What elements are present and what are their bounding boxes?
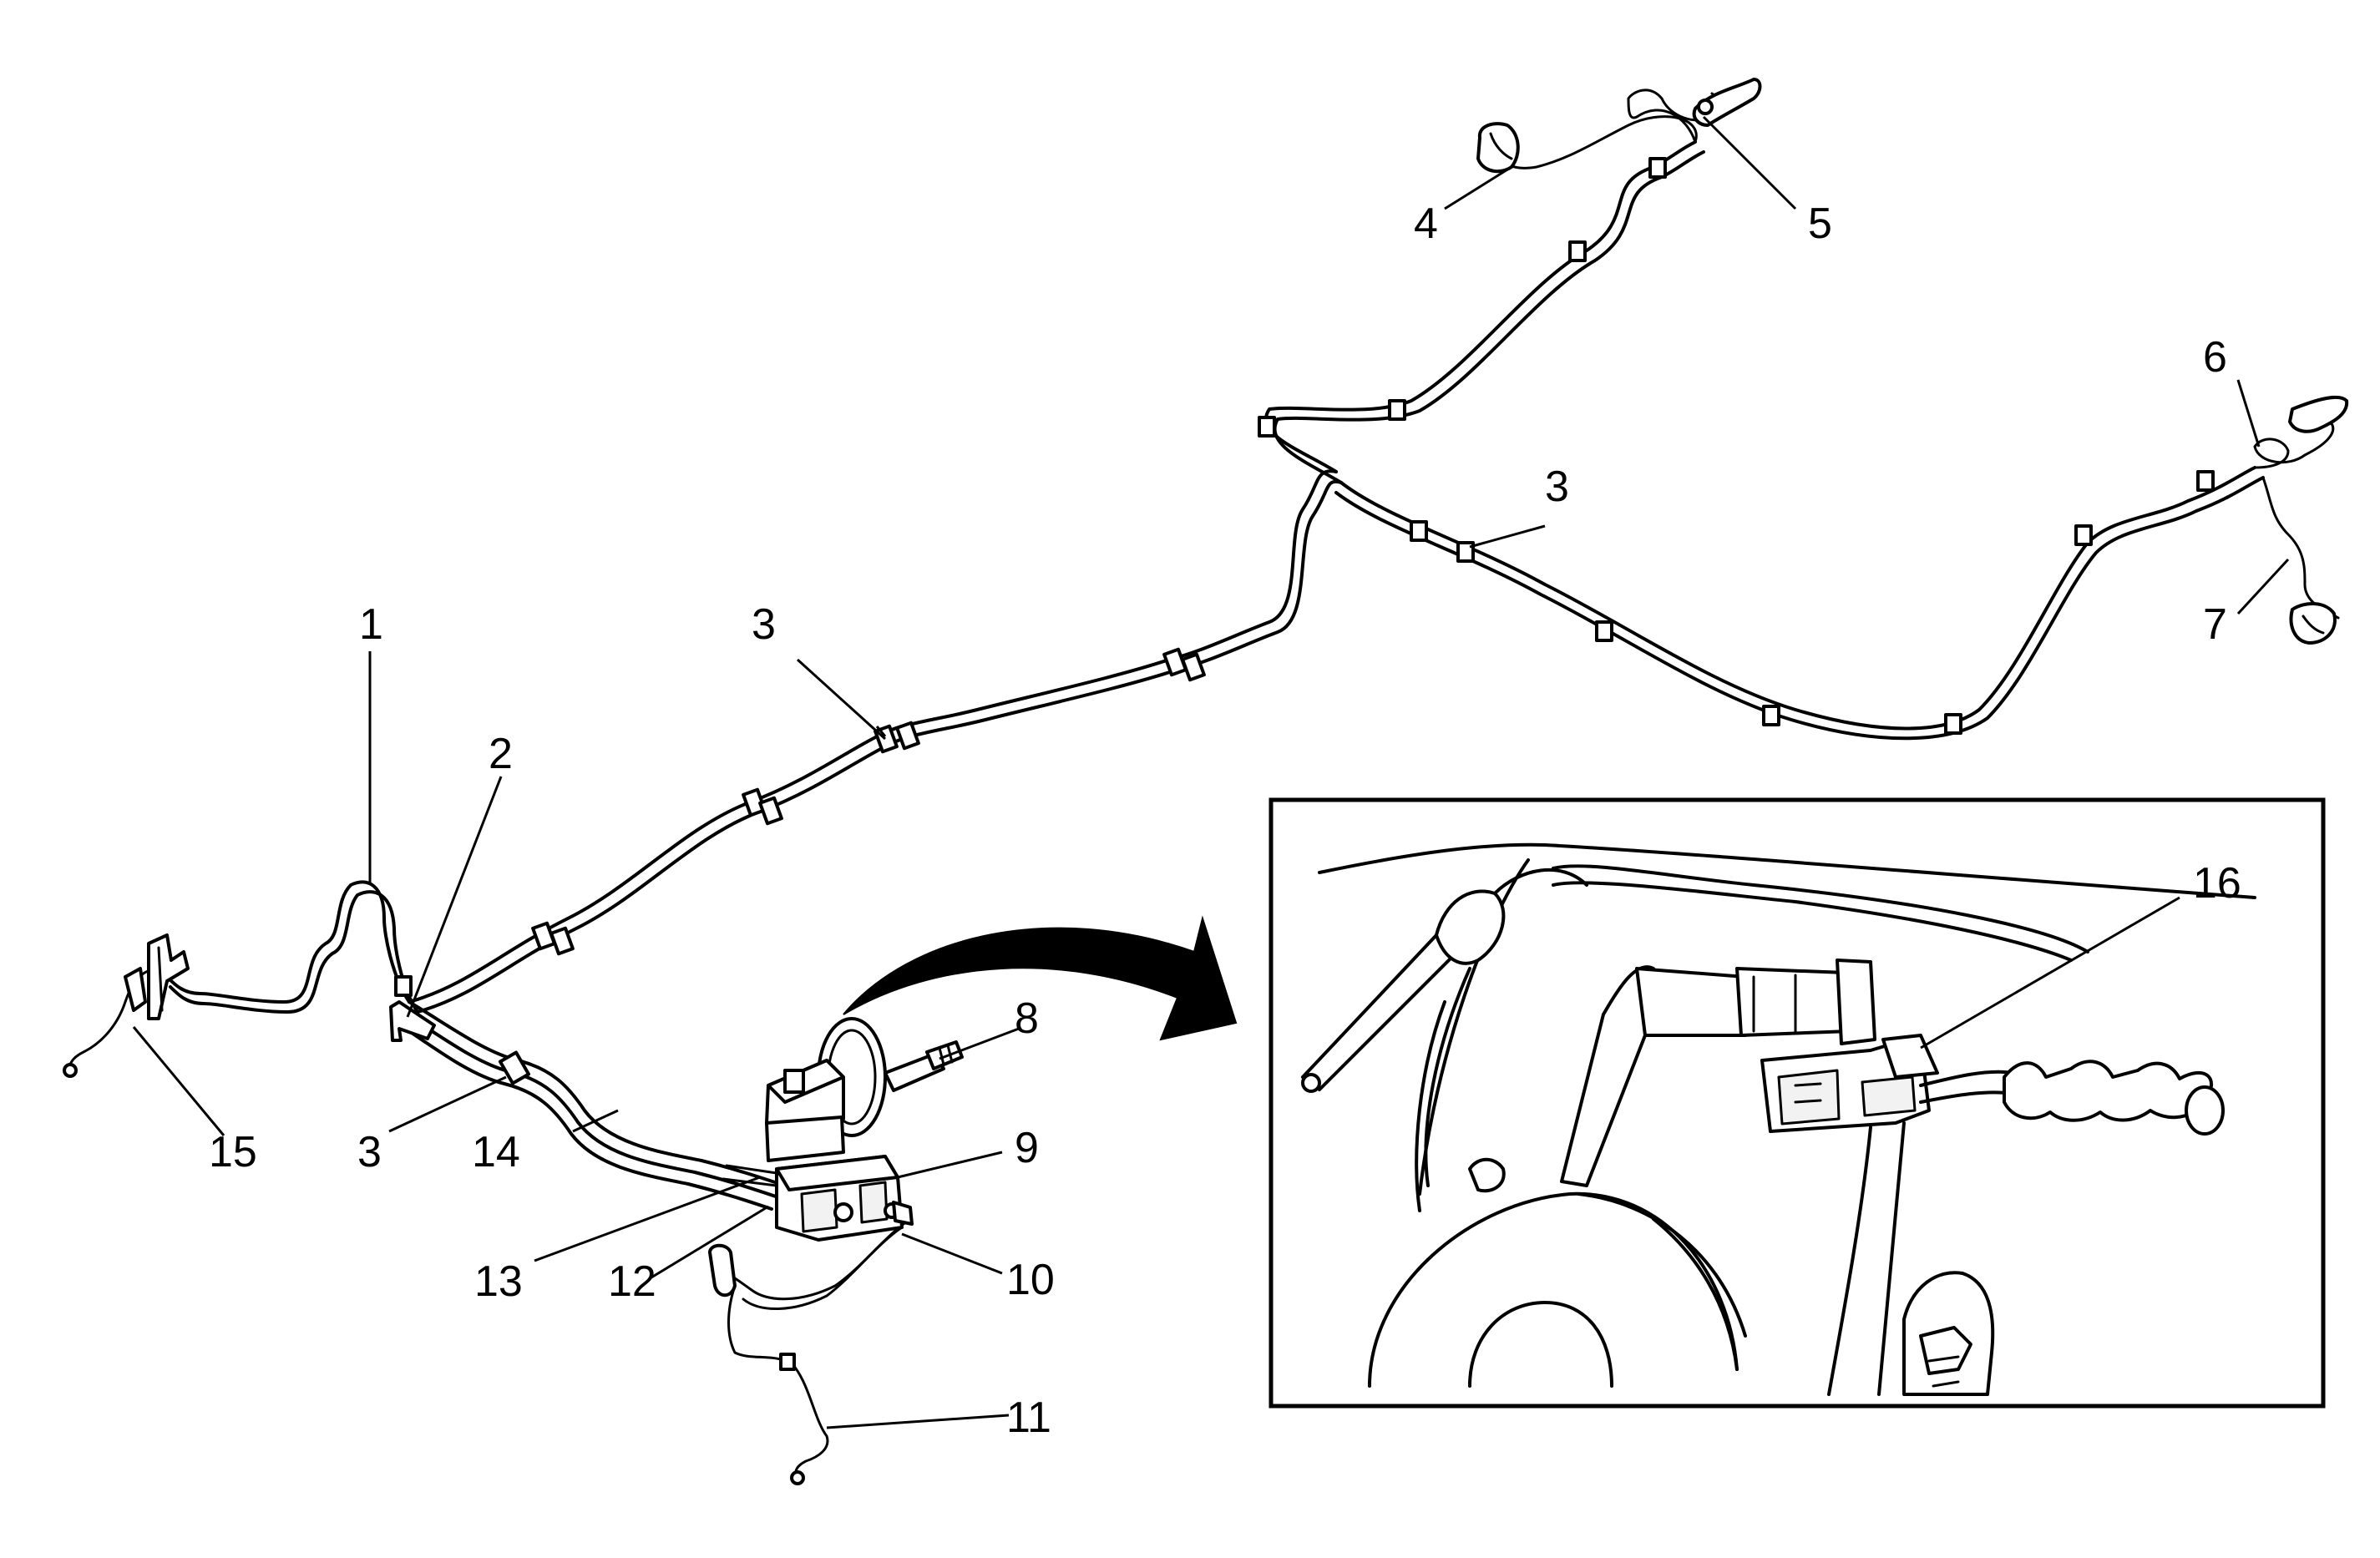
brake-pipe-rear-branch (1334, 420, 2340, 741)
front-right-caliper-hose (1476, 78, 1762, 174)
callout-1: 1 (359, 600, 383, 649)
view-arrow (843, 915, 1238, 1041)
rear-left-hose-bracket (63, 933, 190, 1078)
brake-pipe-left-branch (67, 880, 419, 1070)
front-left-hose-bracket (708, 1243, 805, 1485)
callout-15: 15 (209, 1128, 257, 1176)
brake-pipe-front-left (717, 1217, 912, 1478)
leader-lines (132, 115, 2290, 1429)
callout-3-mid: 3 (752, 600, 776, 649)
master-cylinder-assembly (722, 1017, 964, 1242)
callout-3-right: 3 (1545, 463, 1569, 511)
callout-7: 7 (2203, 600, 2227, 649)
callout-4: 4 (1414, 200, 1438, 248)
callout-5: 5 (1808, 200, 1832, 248)
callout-12: 12 (608, 1257, 656, 1306)
rear-right-caliper-hose (2288, 395, 2349, 645)
callout-16: 16 (2193, 859, 2241, 908)
callout-10: 10 (1006, 1256, 1055, 1304)
callout-labels: 1 2 3 3 3 4 5 6 7 8 9 10 11 12 13 14 15 … (209, 200, 2241, 1442)
callout-11: 11 (1006, 1394, 1051, 1442)
callout-3-lower: 3 (357, 1128, 382, 1176)
callout-8: 8 (1015, 994, 1039, 1043)
callout-9: 9 (1015, 1124, 1039, 1172)
callout-2: 2 (489, 730, 513, 778)
brake-pipe-to-master (394, 1000, 787, 1211)
callout-14: 14 (472, 1128, 520, 1176)
callout-6: 6 (2203, 333, 2227, 382)
callout-13: 13 (474, 1257, 523, 1306)
brake-pipe-main (408, 469, 1343, 1014)
detail-inset (1268, 797, 2326, 1409)
pipe-clips (389, 157, 2215, 1085)
